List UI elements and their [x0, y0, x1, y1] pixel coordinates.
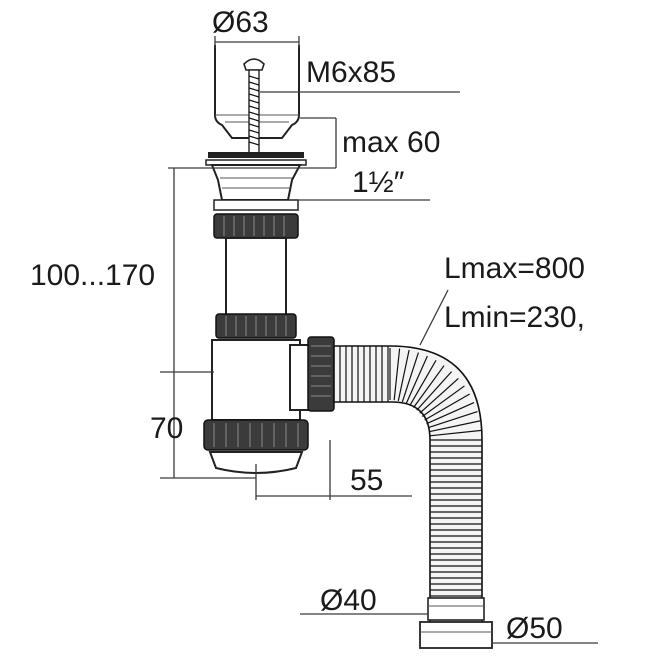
hose-rib [393, 348, 401, 401]
hose-rib [397, 349, 410, 401]
upper-nut [213, 199, 299, 239]
label-lmax: Lmax=800 [444, 252, 585, 285]
sink-flange [205, 152, 307, 166]
label-thread-size: 1½″ [352, 166, 405, 199]
label-max-height: max 60 [342, 126, 440, 159]
flexible-hose [333, 345, 483, 626]
label-screw-size: M6x85 [306, 56, 396, 89]
label-trap-height: 70 [150, 412, 183, 445]
hose-rib [422, 385, 465, 417]
hose-rib [416, 371, 453, 411]
label-lmin: Lmin=230, [444, 301, 585, 334]
hose-rib [429, 420, 481, 433]
label-diameter-50: Ø50 [506, 612, 563, 645]
label-offset-55: 55 [350, 464, 383, 497]
outlet-nut [307, 336, 335, 412]
hose-rib [426, 402, 475, 425]
hose-rib [409, 360, 437, 406]
bottle-trap [203, 339, 321, 474]
hose-rib [424, 393, 470, 421]
hose-rib [401, 352, 420, 403]
vertical-tube [225, 237, 287, 317]
hose-rib [413, 365, 445, 408]
label-diameter-63: Ø63 [212, 6, 269, 39]
hose-rib [405, 355, 428, 404]
dimension-lines [160, 36, 598, 644]
middle-nut [215, 313, 297, 339]
upper-pipe [210, 164, 302, 201]
hose-rib [429, 429, 482, 437]
label-height-range: 100...170 [30, 259, 155, 292]
hose-rib [419, 377, 459, 414]
bottom-fitting [419, 597, 493, 649]
label-diameter-40: Ø40 [320, 584, 377, 617]
screw [243, 58, 265, 156]
hose-rib [427, 410, 478, 429]
